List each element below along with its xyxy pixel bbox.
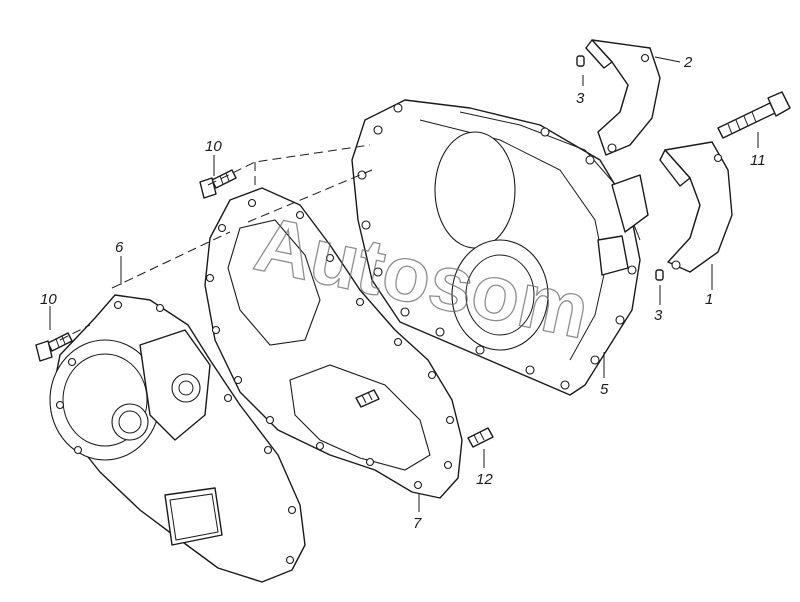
label-part-1: 1 xyxy=(705,291,713,308)
part-7-bolt-holes xyxy=(205,198,455,490)
part-10-bolt-upper xyxy=(199,169,237,199)
part-11-long-bolt xyxy=(717,91,791,139)
label-part-11: 11 xyxy=(750,152,766,169)
part-5-flange-holes xyxy=(357,103,637,390)
label-part-12: 12 xyxy=(476,471,493,488)
part-12-stud-lower xyxy=(467,427,494,448)
part-7-gasket xyxy=(204,187,463,499)
label-part-3-lower: 3 xyxy=(654,307,663,324)
label-part-6: 6 xyxy=(115,239,124,256)
label-part-5: 5 xyxy=(600,381,609,398)
part-3-dowel-pin-upper xyxy=(576,55,585,67)
leader-lines xyxy=(49,56,759,512)
part-labels: 2 3 10 11 6 1 3 5 10 12 7 xyxy=(40,54,766,532)
part-3-dowel-pin-lower xyxy=(655,269,664,281)
label-part-10-lower: 10 xyxy=(40,291,57,308)
part-2-bearing-cap xyxy=(585,39,661,156)
alignment-lines xyxy=(59,144,373,341)
part-5-rear-housing xyxy=(351,99,649,396)
part-6-front-cover xyxy=(49,294,306,583)
label-part-3-upper: 3 xyxy=(576,90,585,107)
part-12-stud-upper xyxy=(355,389,380,408)
part-1-bearing-cap xyxy=(659,141,733,273)
part-6-flange-holes xyxy=(55,300,297,565)
label-part-7: 7 xyxy=(413,515,422,532)
label-part-10-upper: 10 xyxy=(205,138,222,155)
label-part-2: 2 xyxy=(683,54,693,71)
